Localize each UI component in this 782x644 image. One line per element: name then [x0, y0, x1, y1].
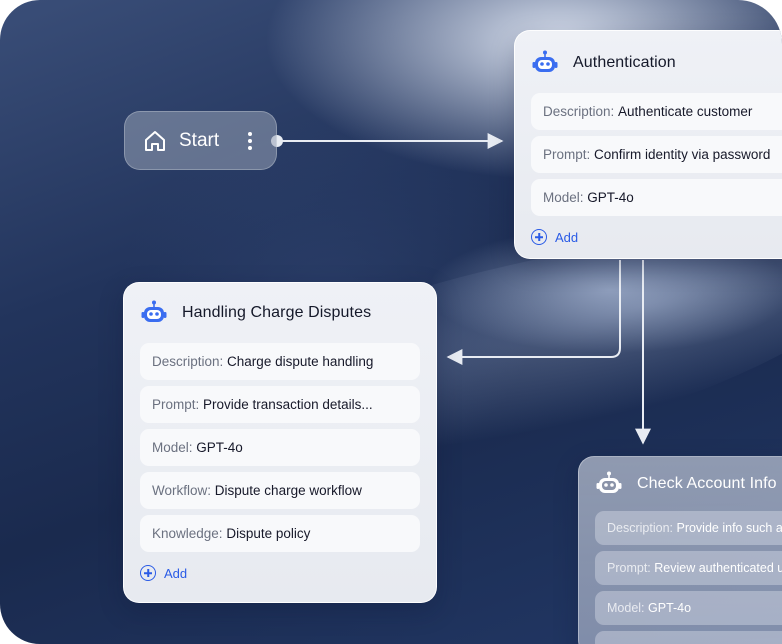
field-value: Dispute charge workflow	[214, 483, 362, 498]
field-value: Review authenticated user	[654, 561, 782, 575]
plus-circle-icon	[140, 565, 156, 581]
plus-circle-icon	[531, 229, 547, 245]
robot-icon	[141, 300, 167, 322]
wire-auth-to-dispute	[446, 260, 621, 365]
field-more[interactable]	[595, 631, 782, 644]
robot-icon	[532, 50, 558, 72]
field-key: Knowledge:	[152, 526, 223, 541]
field-key: Description:	[543, 104, 615, 119]
card-header: Check Account Info	[595, 457, 782, 511]
node-card-authentication[interactable]: Authentication Description: Authenticate…	[514, 30, 782, 259]
field-value: Confirm identity via password	[594, 147, 771, 162]
field-key: Prompt:	[543, 147, 591, 162]
add-label: Add	[164, 565, 188, 581]
field-value: GPT-4o	[196, 440, 243, 455]
field-model[interactable]: Model: GPT-4o	[531, 179, 782, 216]
home-icon	[145, 130, 165, 151]
field-value: Dispute policy	[226, 526, 311, 541]
field-description[interactable]: Description: Charge dispute handling	[140, 343, 420, 380]
field-key: Description:	[152, 354, 224, 369]
field-value: Provide transaction details...	[203, 397, 373, 412]
field-description[interactable]: Description: Provide info such as	[595, 511, 782, 545]
node-card-handling-charge-disputes[interactable]: Handling Charge Disputes Description: Ch…	[123, 282, 437, 603]
add-field-button[interactable]: Add	[531, 222, 782, 252]
field-description[interactable]: Description: Authenticate customer	[531, 93, 782, 130]
kebab-menu-icon[interactable]	[248, 132, 252, 153]
field-prompt[interactable]: Prompt: Confirm identity via password	[531, 136, 782, 173]
field-key: Model:	[607, 601, 645, 615]
card-header: Authentication	[531, 33, 782, 93]
field-key: Model:	[152, 440, 193, 455]
add-field-button[interactable]: Add	[140, 558, 420, 588]
field-knowledge[interactable]: Knowledge: Dispute policy	[140, 515, 420, 552]
field-key: Workflow:	[152, 483, 212, 498]
card-title: Authentication	[573, 54, 676, 71]
field-prompt[interactable]: Prompt: Provide transaction details...	[140, 386, 420, 423]
card-title: Check Account Info	[637, 475, 777, 492]
start-node[interactable]: Start	[124, 111, 277, 170]
card-header: Handling Charge Disputes	[140, 283, 420, 343]
field-model[interactable]: Model: GPT-4o	[595, 591, 782, 625]
robot-icon	[596, 471, 622, 493]
field-model[interactable]: Model: GPT-4o	[140, 429, 420, 466]
field-workflow[interactable]: Workflow: Dispute charge workflow	[140, 472, 420, 509]
field-value: Authenticate customer	[618, 104, 753, 119]
card-title: Handling Charge Disputes	[182, 304, 372, 321]
field-prompt[interactable]: Prompt: Review authenticated user	[595, 551, 782, 585]
field-key: Description:	[607, 521, 673, 535]
field-key: Model:	[543, 190, 584, 205]
field-key: Prompt:	[152, 397, 200, 412]
field-value: Charge dispute handling	[227, 354, 374, 369]
add-label: Add	[555, 229, 579, 245]
field-value: Provide info such as	[676, 521, 782, 535]
field-value: GPT-4o	[587, 190, 634, 205]
start-label: Start	[179, 129, 220, 151]
field-value: GPT-4o	[648, 601, 692, 615]
field-key: Prompt:	[607, 561, 651, 575]
node-card-check-account-info[interactable]: Check Account Info Description: Provide …	[578, 456, 782, 644]
